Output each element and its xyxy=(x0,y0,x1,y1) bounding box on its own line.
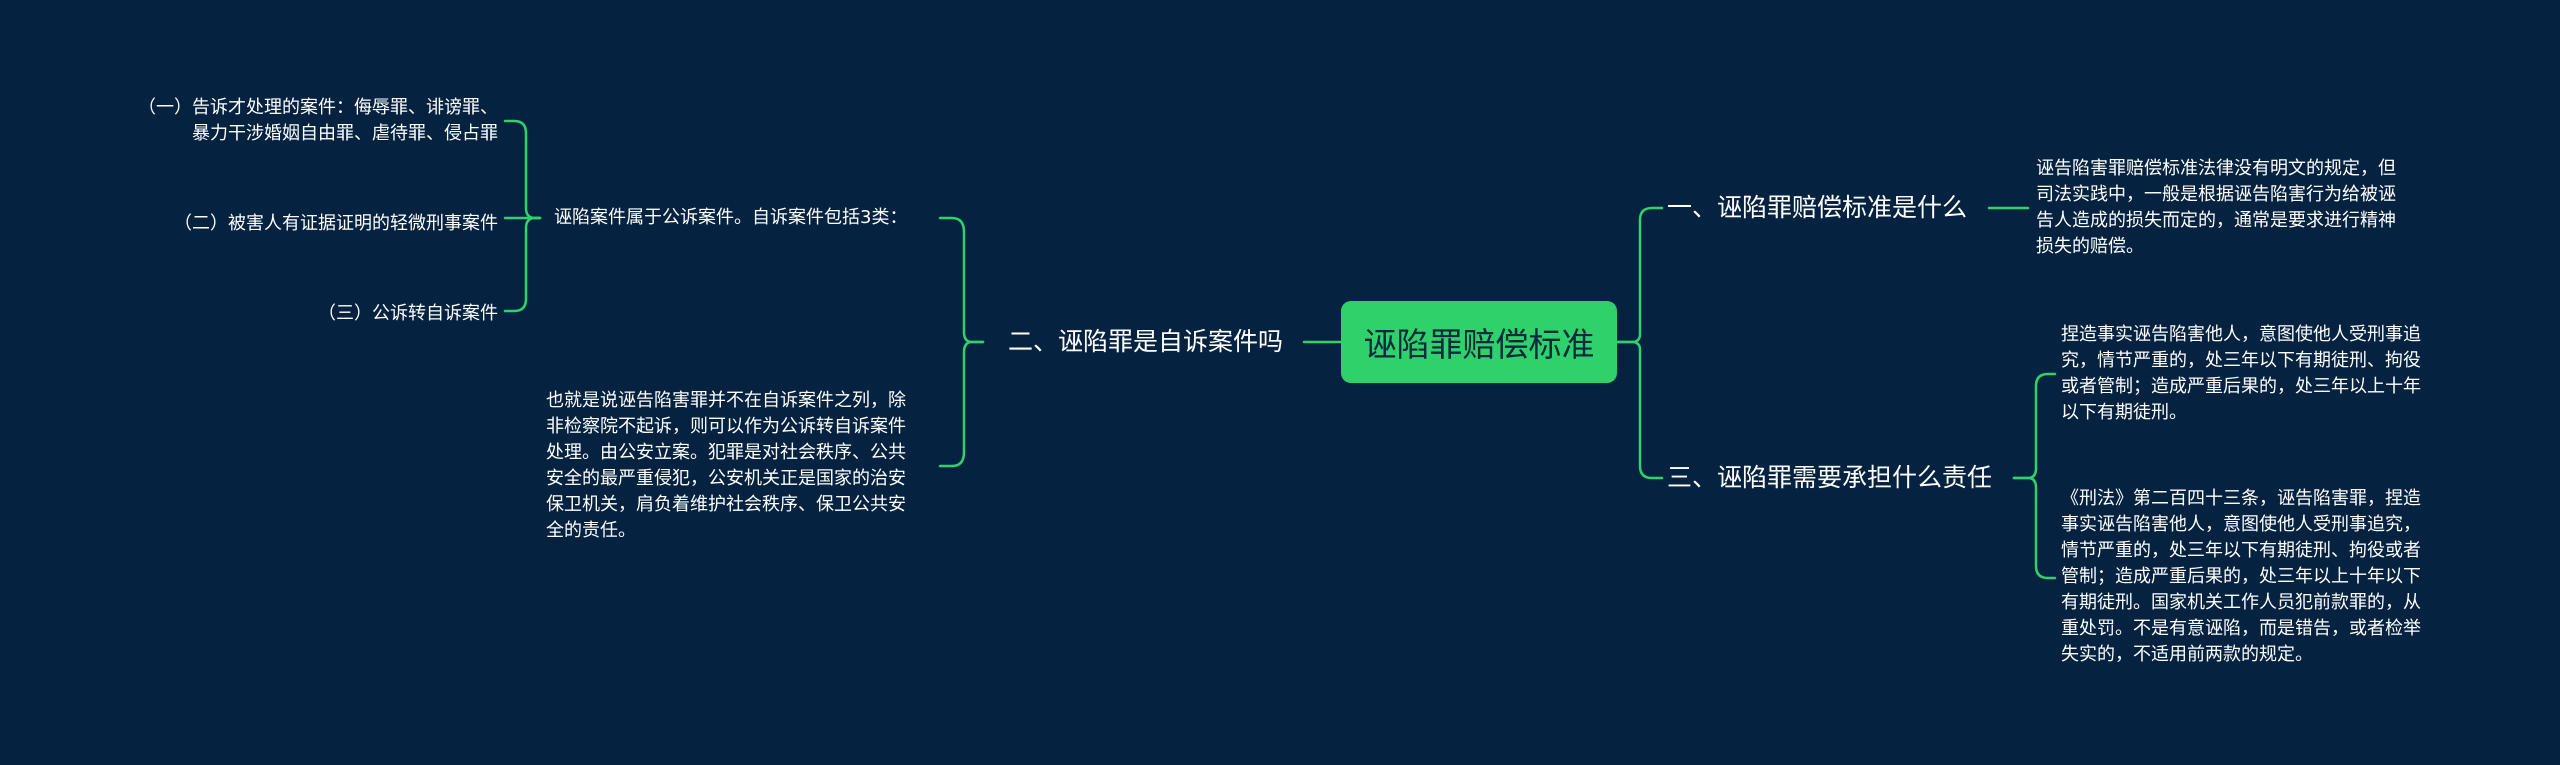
link-root-branch-1 xyxy=(1615,206,1664,344)
root-node[interactable]: 诬陷罪赔偿标准 xyxy=(1341,301,1617,383)
link-root-branch-3 xyxy=(1615,340,1664,480)
child-node-2-2[interactable]: 也就是说诬告陷害罪并不在自诉案件之列，除 非检察院不起诉，则可以作为公诉转自诉案… xyxy=(546,390,906,541)
child-node-2-1[interactable]: 诬陷案件属于公诉案件。自诉案件包括3类： xyxy=(554,207,908,228)
branch-node-3[interactable]: 三、诬陷罪需要承担什么责任 xyxy=(1667,463,1993,492)
leaf-node-3-1[interactable]: 捏造事实诬告陷害他人，意图使他人受刑事追 究，情节严重的，处三年以下有期徒刑、拘… xyxy=(2061,324,2421,423)
branch-node-2[interactable]: 二、诬陷罪是自诉案件吗 xyxy=(1008,327,1284,356)
link-branch3-leaves xyxy=(2012,372,2057,480)
leaf-node-3-2[interactable]: 《刑法》第二百四十三条，诬告陷害罪，捏造 事实诬告陷害他人，意图使他人受刑事追究… xyxy=(2061,488,2421,665)
grandchild-node-3[interactable]: （三）公诉转自诉案件 xyxy=(318,303,498,324)
link-branch2-children xyxy=(938,216,985,344)
link-branch2-children-b xyxy=(938,340,985,468)
grandchild-node-2[interactable]: （二）被害人有证据证明的轻微刑事案件 xyxy=(174,213,498,234)
link-child-grandchildren-c xyxy=(503,216,542,313)
grandchild-node-1[interactable]: （一）告诉才处理的案件：侮辱罪、诽谤罪、 暴力干涉婚姻自由罪、虐待罪、侵占罪 xyxy=(138,97,498,144)
branch-node-1[interactable]: 一、诬陷罪赔偿标准是什么 xyxy=(1667,193,1968,222)
link-child-grandchildren xyxy=(503,119,542,220)
link-branch3-leaves-b xyxy=(2012,476,2057,580)
leaf-node-1-1[interactable]: 诬告陷害罪赔偿标准法律没有明文的规定，但 司法实践中，一般是根据诬告陷害行为给被… xyxy=(2036,158,2396,257)
